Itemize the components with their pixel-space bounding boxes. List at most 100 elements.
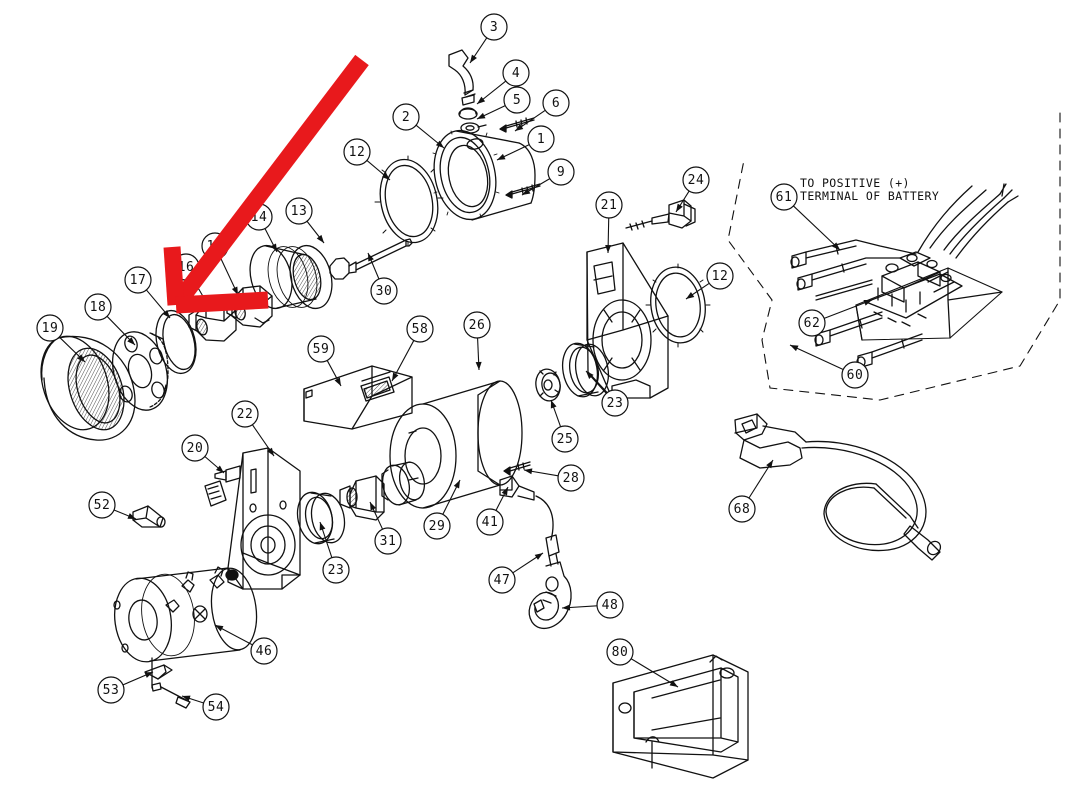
callout-bubble[interactable] bbox=[392, 103, 420, 131]
callout-bubble[interactable] bbox=[480, 13, 508, 41]
callout-4[interactable]: 4 bbox=[476, 59, 530, 105]
callout-2[interactable]: 2 bbox=[392, 103, 445, 149]
callout-18[interactable]: 18 bbox=[84, 293, 136, 346]
callout-59[interactable]: 59 bbox=[307, 335, 342, 387]
callout-12[interactable]: 12 bbox=[343, 138, 391, 181]
callout-68[interactable]: 68 bbox=[728, 459, 774, 523]
callout-48[interactable]: 48 bbox=[561, 591, 624, 619]
part-solenoid-cable bbox=[814, 311, 923, 369]
notes-layer: TO POSITIVE (+)TERMINAL OF BATTERY bbox=[800, 176, 939, 203]
callout-bubble[interactable] bbox=[488, 566, 516, 594]
callout-23[interactable]: 23 bbox=[585, 370, 629, 417]
callout-21[interactable]: 21 bbox=[595, 191, 623, 254]
callout-bubble[interactable] bbox=[502, 59, 530, 87]
callout-41[interactable]: 41 bbox=[476, 486, 509, 536]
callout-bubble[interactable] bbox=[595, 191, 623, 219]
note-battery-note: TO POSITIVE (+)TERMINAL OF BATTERY bbox=[800, 176, 939, 203]
callout-bubble[interactable] bbox=[307, 335, 335, 363]
part-gear-end-housing bbox=[586, 242, 669, 399]
callout-58[interactable]: 58 bbox=[391, 315, 434, 382]
callout-52[interactable]: 52 bbox=[88, 491, 137, 520]
callout-bubble[interactable] bbox=[547, 158, 575, 186]
callout-bubble[interactable] bbox=[181, 434, 209, 462]
callout-6[interactable]: 6 bbox=[514, 89, 570, 132]
callout-17[interactable]: 17 bbox=[124, 266, 171, 319]
callout-bubble[interactable] bbox=[88, 491, 116, 519]
callout-20[interactable]: 20 bbox=[181, 434, 225, 474]
callout-bubble[interactable] bbox=[36, 314, 64, 342]
callout-28[interactable]: 28 bbox=[523, 464, 585, 492]
callout-bubble[interactable] bbox=[841, 361, 869, 389]
callout-bubble[interactable] bbox=[596, 591, 624, 619]
callout-number: 59 bbox=[313, 342, 330, 357]
callout-bubble[interactable] bbox=[557, 464, 585, 492]
callout-bubble[interactable] bbox=[682, 166, 710, 194]
callout-bubble[interactable] bbox=[374, 527, 402, 555]
callout-12[interactable]: 12 bbox=[685, 262, 734, 300]
callout-arrowhead bbox=[832, 242, 840, 250]
note-line: TO POSITIVE (+) bbox=[800, 176, 910, 190]
callout-number: 9 bbox=[557, 165, 565, 180]
callout-31[interactable]: 31 bbox=[369, 501, 402, 555]
callout-number: 23 bbox=[328, 563, 345, 578]
callout-46[interactable]: 46 bbox=[214, 624, 278, 665]
callout-bubble[interactable] bbox=[601, 389, 629, 417]
callout-bubble[interactable] bbox=[798, 309, 826, 337]
callout-22[interactable]: 22 bbox=[231, 400, 275, 457]
callout-53[interactable]: 53 bbox=[97, 671, 154, 704]
callout-arrowhead bbox=[435, 140, 444, 148]
callout-arrowhead bbox=[586, 371, 594, 379]
callout-bubble[interactable] bbox=[202, 693, 230, 721]
callout-bubble[interactable] bbox=[606, 638, 634, 666]
part-bolt-9 bbox=[505, 183, 541, 199]
callout-30[interactable]: 30 bbox=[367, 252, 398, 305]
callout-number: 24 bbox=[688, 173, 705, 188]
callout-3[interactable]: 3 bbox=[469, 13, 508, 64]
callout-bubble[interactable] bbox=[423, 512, 451, 540]
callout-bubble[interactable] bbox=[250, 637, 278, 665]
callout-leader-line bbox=[630, 658, 679, 688]
callout-arrowhead bbox=[381, 172, 390, 180]
callout-62[interactable]: 62 bbox=[798, 299, 873, 337]
callout-13[interactable]: 13 bbox=[285, 197, 325, 244]
callout-54[interactable]: 54 bbox=[181, 693, 230, 721]
callout-47[interactable]: 47 bbox=[488, 552, 544, 594]
callout-80[interactable]: 80 bbox=[606, 638, 679, 688]
callout-bubble[interactable] bbox=[770, 183, 798, 211]
callout-60[interactable]: 60 bbox=[789, 344, 869, 389]
callout-bubble[interactable] bbox=[322, 556, 350, 584]
callout-25[interactable]: 25 bbox=[550, 399, 579, 453]
callout-bubble[interactable] bbox=[124, 266, 152, 294]
callout-bubble[interactable] bbox=[343, 138, 371, 166]
callout-bubble[interactable] bbox=[406, 315, 434, 343]
callout-bubble[interactable] bbox=[231, 400, 259, 428]
callout-bubble[interactable] bbox=[551, 425, 579, 453]
callout-number: 6 bbox=[552, 96, 560, 111]
callout-9[interactable]: 9 bbox=[521, 158, 575, 196]
callout-bubble[interactable] bbox=[706, 262, 734, 290]
callout-bubble[interactable] bbox=[463, 311, 491, 339]
part-electric-motor bbox=[113, 566, 258, 689]
callout-bubble[interactable] bbox=[476, 508, 504, 536]
callout-bubble[interactable] bbox=[728, 495, 756, 523]
part-roller-fairlead bbox=[612, 654, 749, 779]
callout-1[interactable]: 1 bbox=[496, 125, 555, 161]
callout-bubble[interactable] bbox=[542, 89, 570, 117]
callout-bubble[interactable] bbox=[84, 293, 112, 321]
callout-bubble[interactable] bbox=[503, 86, 531, 114]
callout-29[interactable]: 29 bbox=[423, 479, 461, 540]
callout-bubble[interactable] bbox=[527, 125, 555, 153]
callout-bubble[interactable] bbox=[370, 277, 398, 305]
callout-bubble[interactable] bbox=[285, 197, 313, 225]
callout-number: 26 bbox=[469, 318, 486, 333]
callout-61[interactable]: 61 bbox=[770, 183, 841, 251]
callout-24[interactable]: 24 bbox=[675, 166, 710, 213]
callout-26[interactable]: 26 bbox=[463, 311, 491, 371]
callout-bubble[interactable] bbox=[97, 676, 125, 704]
callout-23[interactable]: 23 bbox=[319, 521, 350, 584]
part-motor-end-housing bbox=[432, 129, 536, 221]
callout-arrowhead bbox=[162, 309, 170, 318]
part-drum-support-bearing bbox=[381, 461, 426, 506]
callout-5[interactable]: 5 bbox=[476, 86, 531, 120]
callout-19[interactable]: 19 bbox=[36, 314, 86, 363]
